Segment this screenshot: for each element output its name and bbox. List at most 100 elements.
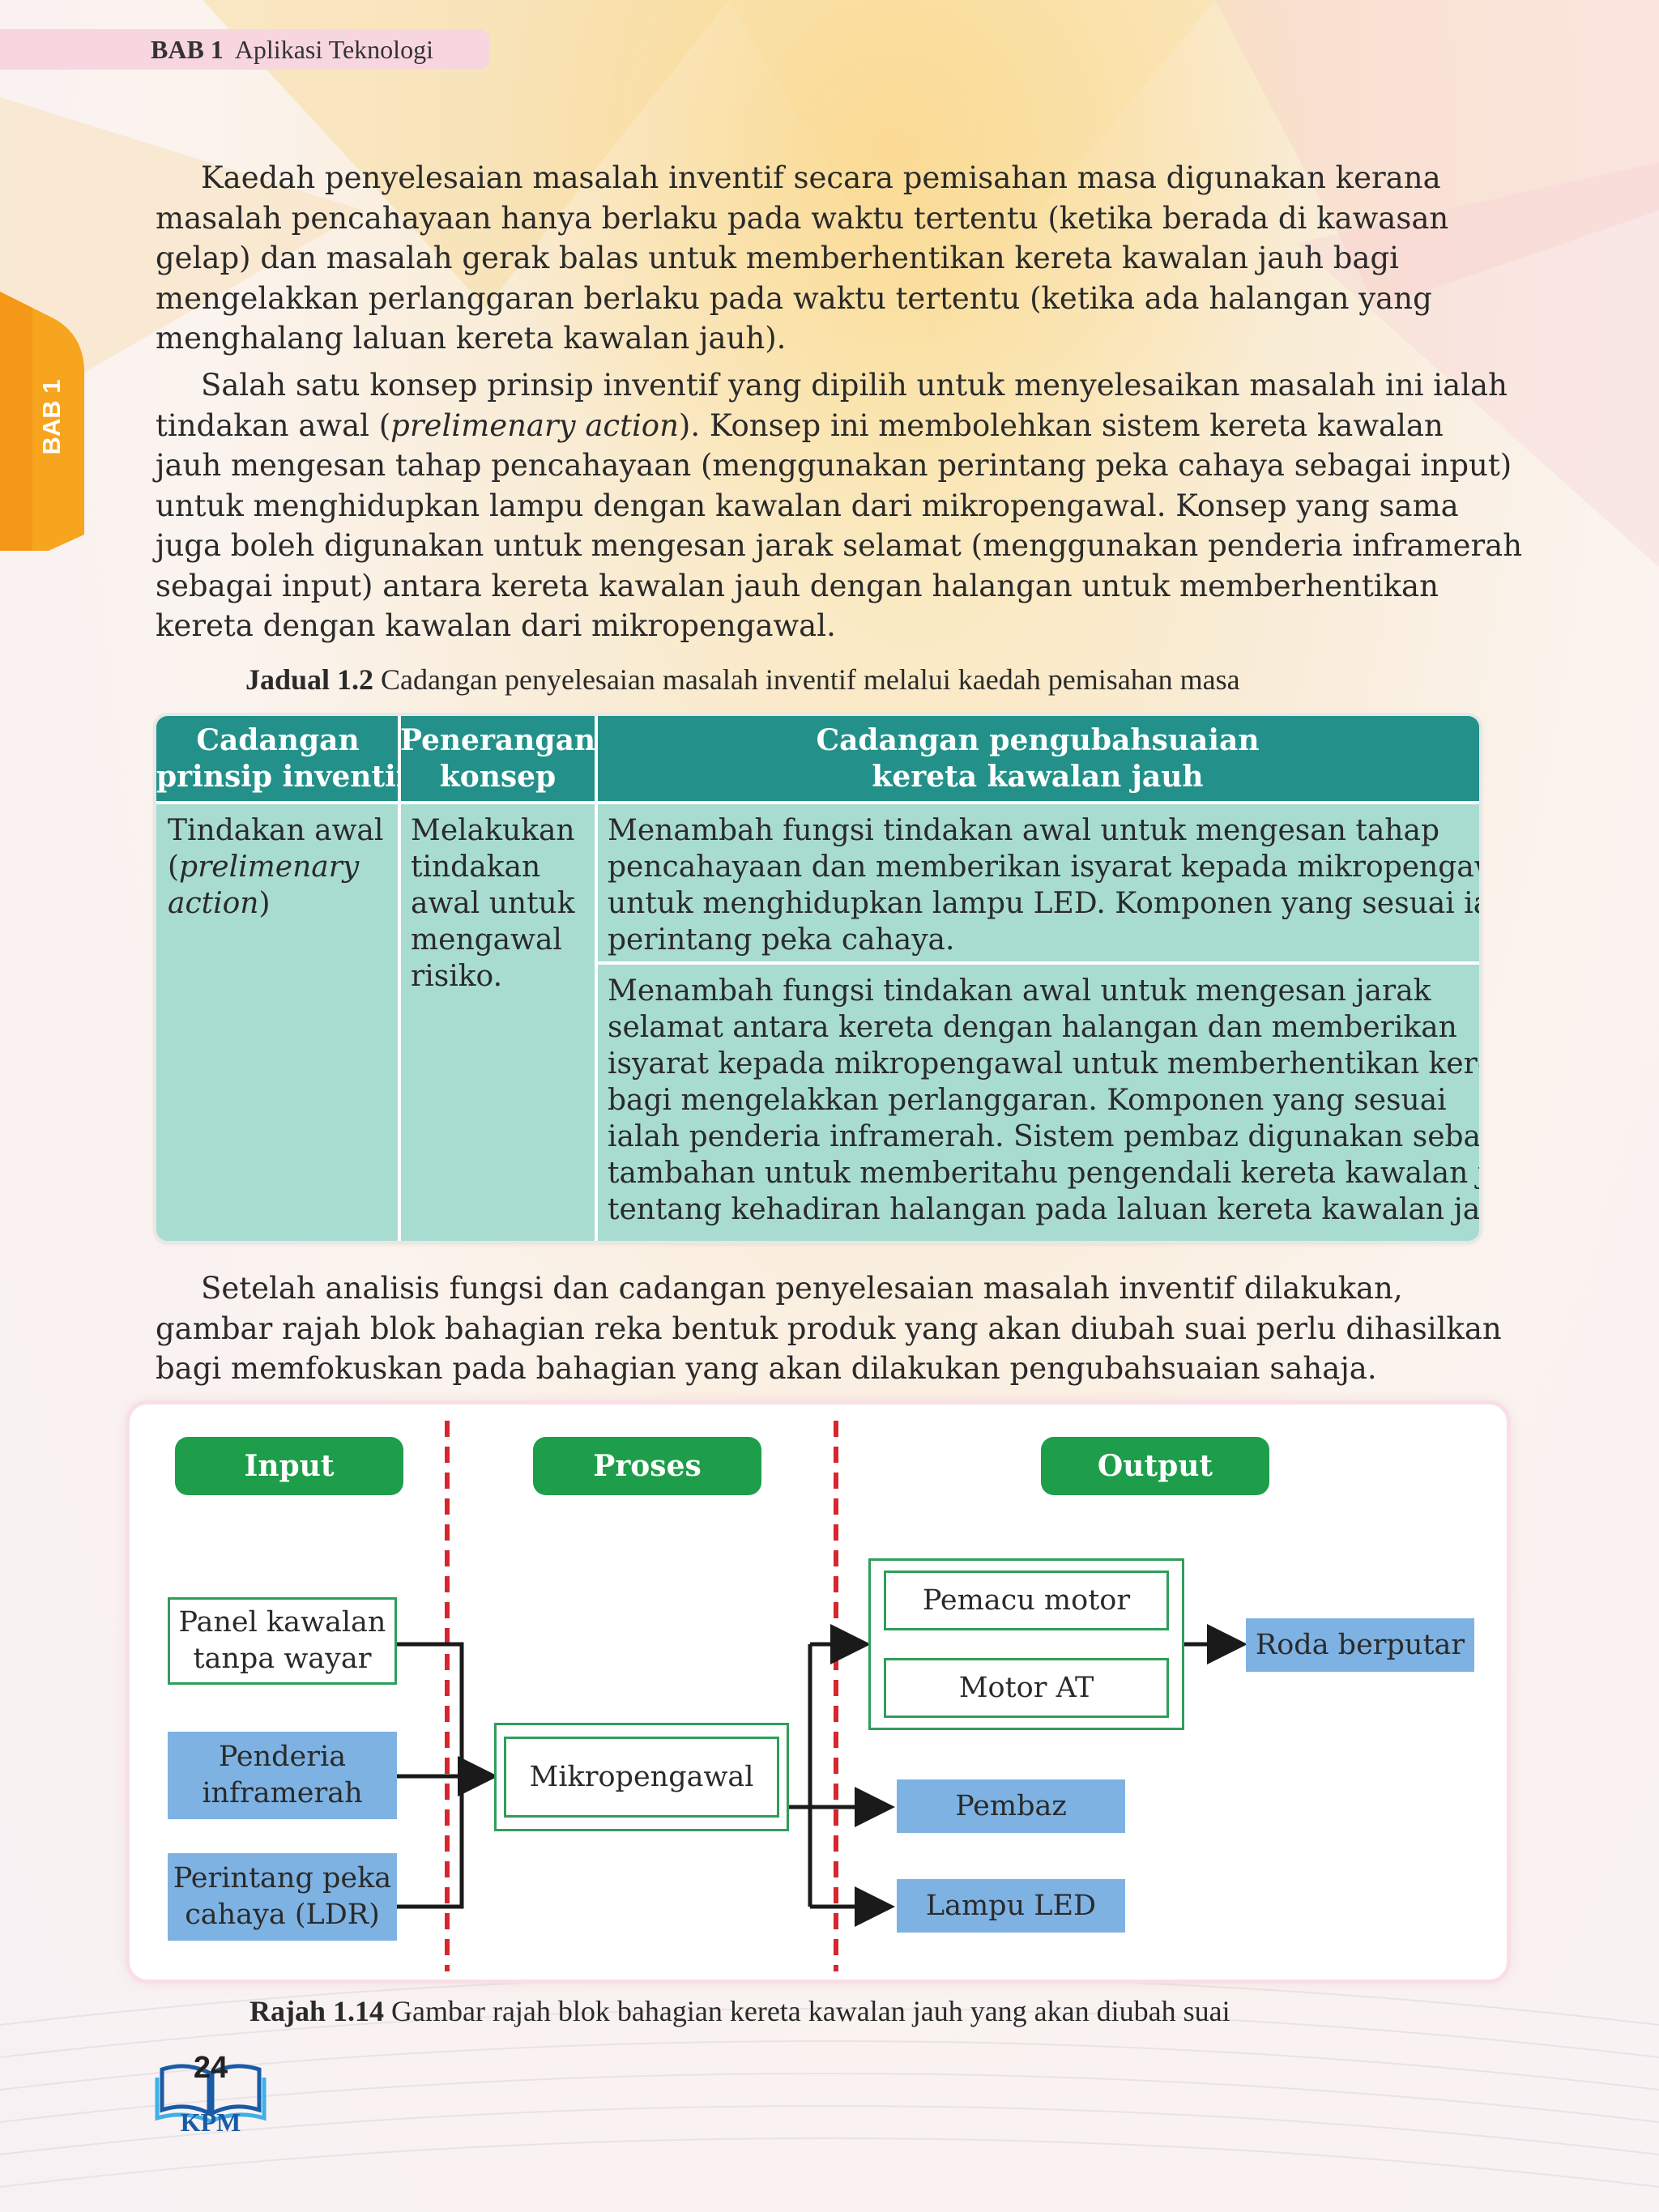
cell-line: Tindakan awal [168, 814, 384, 847]
figure-caption: Rajah 1.14 Gambar rajah blok bahagian ke… [249, 1994, 1230, 2028]
open-book-icon [155, 2064, 267, 2124]
box-line: Penderia [218, 1741, 347, 1773]
process-block: Mikropengawal [494, 1723, 789, 1831]
motor-driver-box: Pemacu motor [884, 1571, 1169, 1630]
box-line: Panel kawalan [178, 1606, 386, 1639]
cell-line: ialah penderia inframerah. Sistem pembaz… [608, 1120, 1479, 1153]
paragraph-line: sebagai input) antara kereta kawalan jau… [156, 568, 1439, 603]
cell-line: Melakukan [411, 814, 575, 847]
paragraph-line: tindakan awal (prelimenary action). Kons… [156, 406, 1484, 446]
figure-caption-text: Gambar rajah blok bahagian kereta kawala… [391, 1995, 1230, 2027]
paragraph-line: bagi memfokuskan pada bahagian yang akan… [156, 1351, 1377, 1386]
header-line: kereta kawalan jauh [872, 760, 1204, 794]
paragraph-2: Salah satu konsep prinsip inventif yang … [156, 365, 1523, 646]
paragraph-line: gambar rajah blok bahagian reka bentuk p… [156, 1311, 1502, 1346]
paragraph-line: Salah satu konsep prinsip inventif yang … [201, 368, 1508, 403]
table-divider [156, 801, 1479, 804]
paragraph-line: mengelakkan perlanggaran berlaku pada wa… [156, 280, 1432, 316]
cell-line: untuk menghidupkan lampu LED. Komponen y… [608, 887, 1479, 920]
output-wheel-rotate: Roda berputar [1246, 1618, 1474, 1672]
header-line: Penerangan [399, 723, 596, 757]
box-line: tanpa wayar [193, 1643, 372, 1675]
paragraph-line: juga boleh digunakan untuk mengesan jara… [156, 528, 1523, 563]
box-line: Lampu LED [925, 1889, 1097, 1922]
cell-line: bagi mengelakkan perlanggaran. Komponen … [608, 1084, 1447, 1117]
header-strip [0, 29, 490, 70]
figure-caption-label: Rajah 1.14 [249, 1995, 385, 2027]
cell-line: Menambah fungsi tindakan awal untuk meng… [608, 814, 1439, 847]
header-line: prinsip inventif [156, 760, 409, 794]
page-number: 24 [193, 2051, 228, 2085]
side-tab-label: BAB 1 [37, 379, 66, 455]
publisher-logo-text: KPM [180, 2108, 241, 2137]
header-line: Cadangan pengubahsuaian [816, 723, 1260, 757]
table-header-cell: Cadangan pengubahsuaian kereta kawalan j… [596, 716, 1479, 803]
input-ldr: Perintang peka cahaya (LDR) [168, 1853, 397, 1941]
microcontroller-box: Mikropengawal [504, 1737, 779, 1818]
dc-motor-box: Motor AT [884, 1658, 1169, 1718]
cell-line: (prelimenary [168, 849, 388, 885]
paragraph-line: kereta dengan kawalan dari mikropengawal… [156, 608, 836, 643]
text-run: ) [258, 887, 271, 920]
table-cell-principle: Tindakan awal (prelimenary action) [156, 803, 399, 1241]
paragraph-line: masalah pencahayaan hanya berlaku pada w… [156, 200, 1449, 236]
table-cell-concept: Melakukan tindakan awal untuk mengawal r… [399, 803, 596, 1241]
table-divider [398, 716, 401, 1241]
cell-line: risiko. [411, 960, 503, 993]
header-line: konsep [439, 760, 557, 794]
paragraph-line: Setelah analisis fungsi dan cadangan pen… [201, 1271, 1403, 1306]
paragraph-line: Kaedah penyelesaian masalah inventif sec… [201, 160, 1441, 195]
table-cell-modification-1: Menambah fungsi tindakan awal untuk meng… [596, 803, 1479, 963]
running-header: BAB 1 Aplikasi Teknologi [151, 29, 433, 70]
table-caption-label: Jadual 1.2 [245, 663, 374, 696]
italic-term: prelimenary action [390, 407, 679, 443]
cell-line: Menambah fungsi tindakan awal untuk meng… [608, 974, 1431, 1008]
chapter-title: Aplikasi Teknologi [234, 35, 433, 64]
cell-line: pencahayaan dan memberikan isyarat kepad… [608, 850, 1479, 884]
table-divider [595, 961, 1479, 965]
table-header-cell: Cadangan prinsip inventif [156, 716, 409, 803]
cell-line: selamat antara kereta dengan halangan da… [608, 1011, 1457, 1044]
section-label-output: Output [1041, 1437, 1269, 1495]
input-infrared-sensor: Penderia inframerah [168, 1732, 397, 1819]
cell-line: tambahan untuk memberitahu pengendali ke… [608, 1157, 1479, 1190]
box-line: Mikropengawal [529, 1760, 754, 1793]
box-line: Roda berputar [1255, 1628, 1465, 1661]
table-divider [595, 716, 598, 1241]
motor-group: Pemacu motor Motor AT [868, 1558, 1184, 1730]
box-line: Motor AT [958, 1671, 1094, 1704]
table-caption-text: Cadangan penyelesaian masalah inventif m… [381, 663, 1240, 696]
chapter-number: BAB 1 [151, 35, 224, 64]
table-caption: Jadual 1.2 Cadangan penyelesaian masalah… [245, 663, 1240, 697]
box-line: inframerah [202, 1777, 363, 1809]
paragraph-3: Setelah analisis fungsi dan cadangan pen… [156, 1268, 1502, 1389]
box-line: cahaya (LDR) [185, 1899, 380, 1931]
paragraph-1: Kaedah penyelesaian masalah inventif sec… [156, 158, 1484, 359]
cell-line: awal untuk [411, 887, 575, 920]
paragraph-line: untuk menghidupkan lampu dengan kawalan … [156, 488, 1459, 523]
italic-term: action [168, 887, 259, 920]
chapter-side-tab [0, 292, 84, 551]
solution-table: Cadangan prinsip inventif Penerangan kon… [156, 716, 1479, 1241]
cell-line: tentang kehadiran halangan pada laluan k… [608, 1193, 1479, 1226]
diagram-connectors [397, 1421, 1247, 1971]
cell-line: perintang peka cahaya. [608, 923, 955, 957]
output-led: Lampu LED [897, 1879, 1125, 1933]
table-cell-modification-2: Menambah fungsi tindakan awal untuk meng… [596, 963, 1479, 1241]
text-run: ). Konsep ini membolehkan sistem kereta … [678, 407, 1444, 443]
box-line: Perintang peka [173, 1862, 392, 1894]
text-run: ( [168, 850, 180, 884]
box-line: Pemacu motor [922, 1583, 1131, 1617]
cell-line: mengawal [411, 923, 562, 957]
cell-line: action) [168, 885, 388, 922]
cell-line: isyarat kepada mikropengawal untuk membe… [608, 1047, 1479, 1080]
section-label-process: Proses [533, 1437, 761, 1495]
section-label-input: Input [175, 1437, 403, 1495]
table-header-cell: Penerangan konsep [399, 716, 596, 803]
paragraph-line: menghalang laluan kereta kawalan jauh). [156, 321, 787, 356]
block-diagram: Input Proses Output Panel kawalan tanpa … [130, 1404, 1507, 1980]
header-line: Cadangan [196, 723, 360, 757]
text-run: tindakan awal ( [156, 407, 391, 443]
input-wireless-panel: Panel kawalan tanpa wayar [168, 1597, 397, 1685]
